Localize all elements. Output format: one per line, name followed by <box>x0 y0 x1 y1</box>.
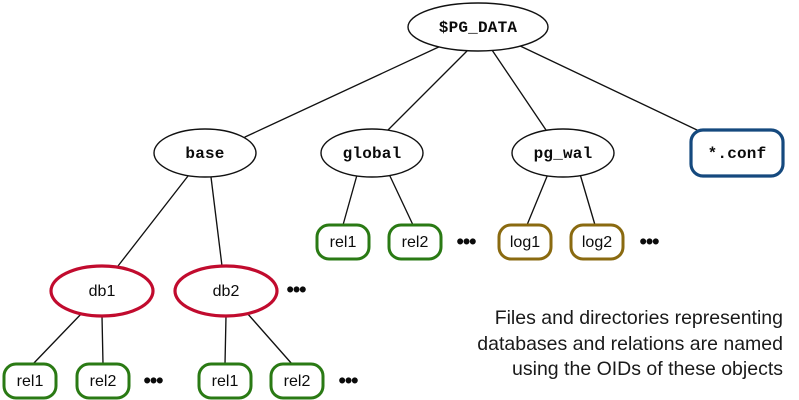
node-pg-wal[interactable]: pg_wal <box>511 128 615 178</box>
conf-label: *.conf <box>708 145 767 163</box>
node-db1[interactable]: db1 <box>49 264 155 318</box>
db1-label: db1 <box>89 283 116 300</box>
global-ellipse <box>320 128 424 178</box>
wal-log1-rect <box>497 223 553 261</box>
db2-rel2-label: rel2 <box>284 373 311 390</box>
node-wal-log1[interactable]: log1 <box>497 223 553 261</box>
pg-wal-ellipse <box>511 128 615 178</box>
node-global[interactable]: global <box>320 128 424 178</box>
db2-rel1-rect <box>197 362 253 400</box>
node-base[interactable]: base <box>153 128 257 178</box>
edge-root-pg-wal <box>491 49 547 131</box>
edge-root-base <box>244 44 444 138</box>
db2-rel2-rect <box>269 362 325 400</box>
db1-more-ellipsis: ••• <box>143 370 163 393</box>
db1-rel2-label: rel2 <box>90 373 117 390</box>
db1-ellipse <box>49 264 155 318</box>
edge-base-db1 <box>117 175 189 267</box>
edge-db1-rel1 <box>32 312 83 365</box>
node-global-rel2[interactable]: rel2 <box>387 223 443 261</box>
node-db1-rel2[interactable]: rel2 <box>75 362 131 400</box>
global-rel1-label: rel1 <box>330 234 357 251</box>
node-db2-rel1[interactable]: rel1 <box>197 362 253 400</box>
edge-root-global <box>387 50 468 131</box>
edge-pg-wal-log1 <box>526 173 549 226</box>
db2-rel1-label: rel1 <box>212 373 239 390</box>
edge-db2-rel2 <box>246 312 293 365</box>
wal-log1-label: log1 <box>510 234 540 251</box>
edge-root-conf <box>515 43 698 131</box>
edge-base-db2 <box>210 176 223 267</box>
edge-group <box>32 43 698 365</box>
db2-more-ellipsis: ••• <box>338 370 358 393</box>
db1-rel2-rect <box>75 362 131 400</box>
base-ellipse <box>153 128 257 178</box>
global-rel1-rect <box>315 223 371 261</box>
wal-log2-rect <box>569 223 625 261</box>
db2-ellipse <box>173 264 279 318</box>
node-conf-file[interactable]: *.conf <box>689 128 785 178</box>
global-rel2-label: rel2 <box>402 234 429 251</box>
global-rel2-rect <box>387 223 443 261</box>
edge-db1-rel2 <box>101 315 104 365</box>
node-global-rel1[interactable]: rel1 <box>315 223 371 261</box>
edge-global-rel1 <box>342 174 358 226</box>
db2-label: db2 <box>213 283 240 300</box>
caption-line-2: databases and relations are named <box>477 332 783 355</box>
diagram-caption: Files and directories representing datab… <box>433 306 783 383</box>
edge-db2-rel1 <box>224 315 227 365</box>
conf-rect <box>689 128 785 178</box>
db1-rel1-rect <box>2 362 58 400</box>
caption-line-3: using the OIDs of these objects <box>512 358 783 380</box>
wal-more-ellipsis: ••• <box>639 231 659 254</box>
wal-log2-label: log2 <box>582 234 612 251</box>
base-label: base <box>185 145 224 163</box>
node-wal-log2[interactable]: log2 <box>569 223 625 261</box>
node-db1-rel1[interactable]: rel1 <box>2 362 58 400</box>
node-root-pg-data[interactable]: $PG_DATA <box>407 2 549 52</box>
pg-wal-label: pg_wal <box>534 145 593 163</box>
root-ellipse <box>407 2 549 52</box>
global-label: global <box>343 145 402 163</box>
node-db2-rel2[interactable]: rel2 <box>269 362 325 400</box>
caption-line-1: Files and directories representing <box>494 307 783 329</box>
edge-global-rel2 <box>388 173 414 226</box>
edge-pg-wal-log2 <box>579 173 596 226</box>
node-db2[interactable]: db2 <box>173 264 279 318</box>
global-more-ellipsis: ••• <box>456 231 476 254</box>
db-more-ellipsis: ••• <box>286 279 306 302</box>
db1-rel1-label: rel1 <box>17 373 44 390</box>
root-label: $PG_DATA <box>439 19 518 37</box>
